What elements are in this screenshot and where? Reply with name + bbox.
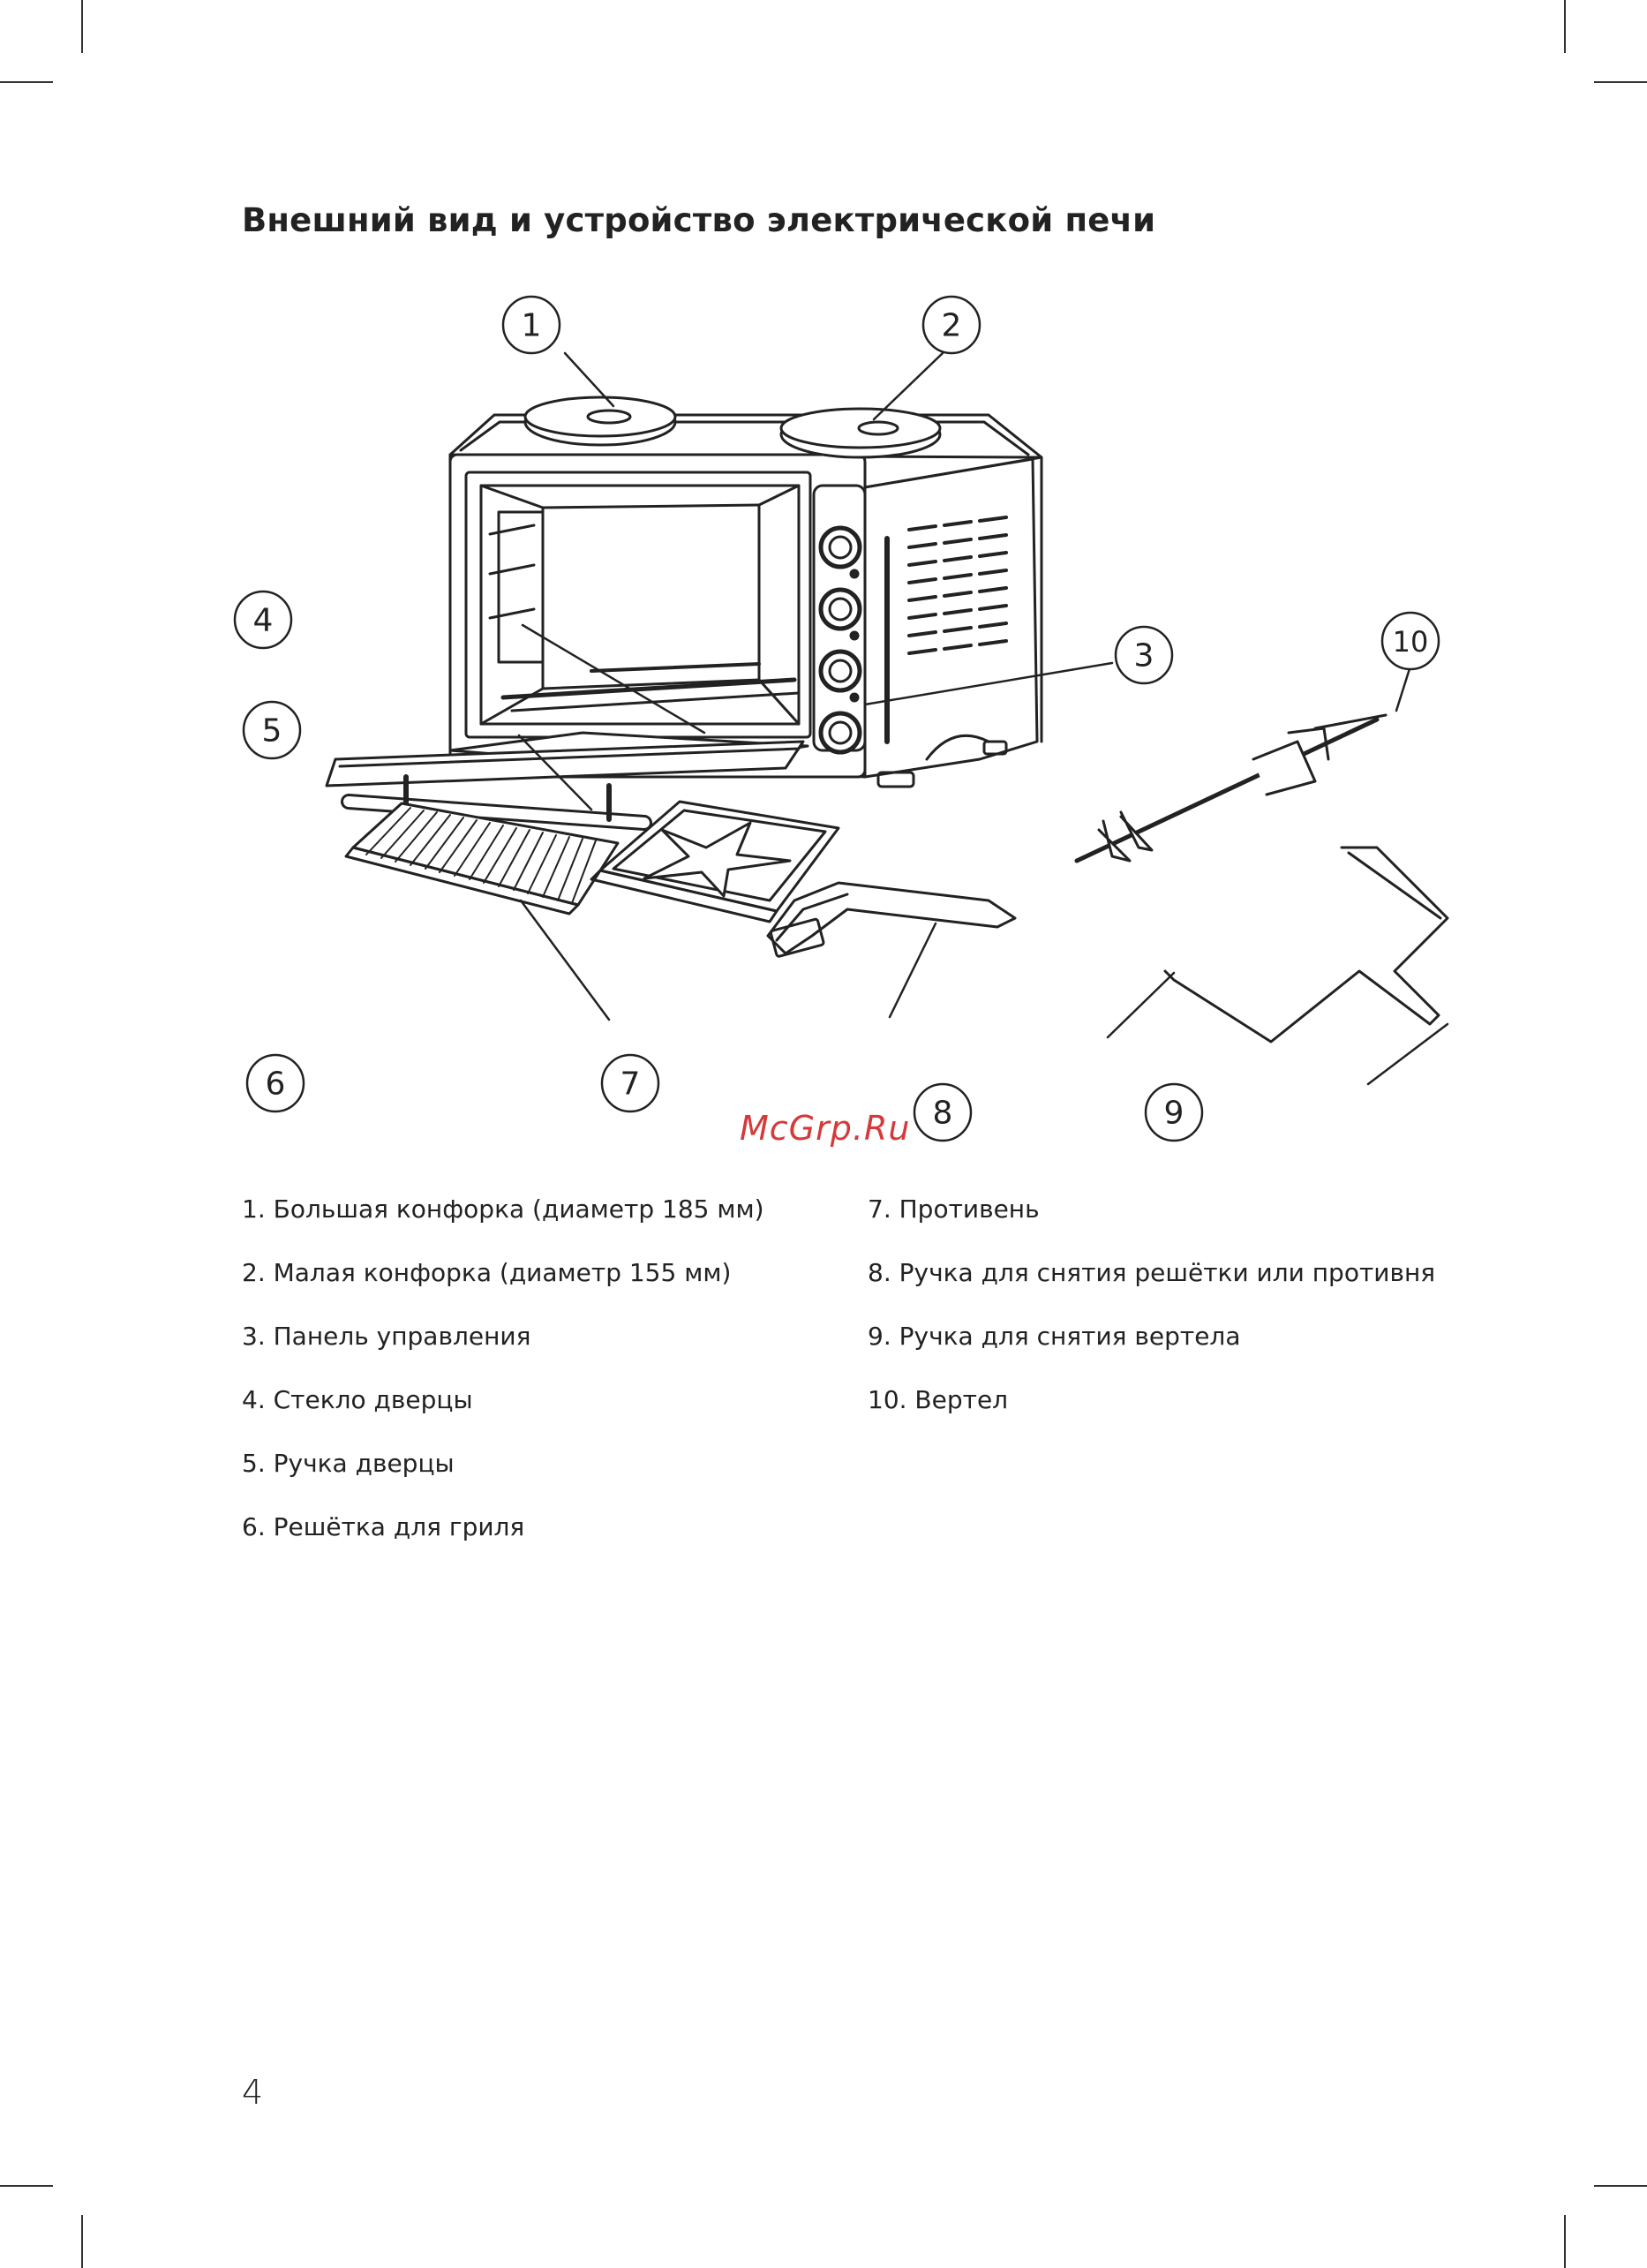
callout-9	[1144, 1082, 1204, 1142]
parts-list-right: 7. Противень 8. Ручка для снятия решётки…	[868, 1194, 1435, 1448]
callouts	[233, 295, 1440, 1142]
list-item: 8. Ручка для снятия решётки или противня	[868, 1258, 1436, 1287]
callout-1	[501, 295, 561, 355]
spit-handle	[1163, 846, 1449, 1044]
list-item: 3. Панель управления	[242, 1322, 531, 1351]
oven-body	[448, 413, 1043, 788]
crop-mark	[81, 2215, 83, 2268]
hotplates	[523, 396, 942, 459]
list-item: 2. Малая конфорка (диаметр 155 мм)	[242, 1258, 732, 1287]
callout-label-2: 2	[942, 308, 962, 344]
callout-label-1: 1	[522, 308, 542, 344]
callout-label-8: 8	[933, 1096, 953, 1132]
callout-label-7: 7	[620, 1066, 641, 1103]
crop-mark	[0, 81, 53, 83]
list-item: 1. Большая конфорка (диаметр 185 мм)	[242, 1194, 764, 1224]
list-item: 5. Ручка дверцы	[242, 1449, 455, 1478]
control-panel	[812, 484, 867, 755]
callout-7	[600, 1053, 660, 1113]
callout-10	[1380, 611, 1440, 671]
list-item: 9. Ручка для снятия вертела	[868, 1322, 1241, 1351]
callout-label-6: 6	[266, 1066, 286, 1103]
callout-label-4: 4	[253, 603, 274, 639]
oven-diagram: 1 2 3 4 5 6 7 8 9 10	[233, 295, 1449, 1142]
list-item: 10. Вертел	[868, 1385, 1009, 1414]
list-item: 7. Противень	[868, 1194, 1040, 1224]
baking-tray	[590, 800, 840, 923]
grill-rack	[344, 802, 620, 915]
callout-2	[921, 295, 981, 355]
oven-door	[325, 731, 809, 787]
crop-mark	[1564, 2215, 1566, 2268]
page-title: Внешний вид и устройство электрической п…	[242, 201, 1156, 239]
crop-mark	[1594, 81, 1647, 83]
watermark-link[interactable]: McGrp.Ru	[740, 1109, 911, 1148]
spit-rod	[1074, 713, 1388, 863]
callout-5	[242, 700, 302, 760]
parts-list-left: 1. Большая конфорка (диаметр 185 мм) 2. …	[242, 1194, 764, 1575]
list-item: 4. Стекло дверцы	[242, 1385, 473, 1414]
callout-label-9: 9	[1164, 1096, 1184, 1132]
callout-6	[245, 1053, 305, 1113]
page-number: 4	[242, 2073, 264, 2112]
list-item: 6. Решётка для гриля	[242, 1512, 525, 1541]
crop-mark	[81, 0, 83, 53]
callout-label-3: 3	[1134, 638, 1154, 674]
callout-label-10: 10	[1393, 625, 1429, 659]
callout-3	[1114, 625, 1174, 685]
callout-4	[233, 590, 293, 650]
crop-mark	[1594, 2185, 1647, 2187]
crop-mark	[1564, 0, 1566, 53]
crop-mark	[0, 2185, 53, 2187]
callout-label-5: 5	[262, 713, 282, 750]
leader-lines	[517, 351, 1449, 1086]
callout-8	[913, 1082, 973, 1142]
tray-handle	[766, 881, 1017, 958]
